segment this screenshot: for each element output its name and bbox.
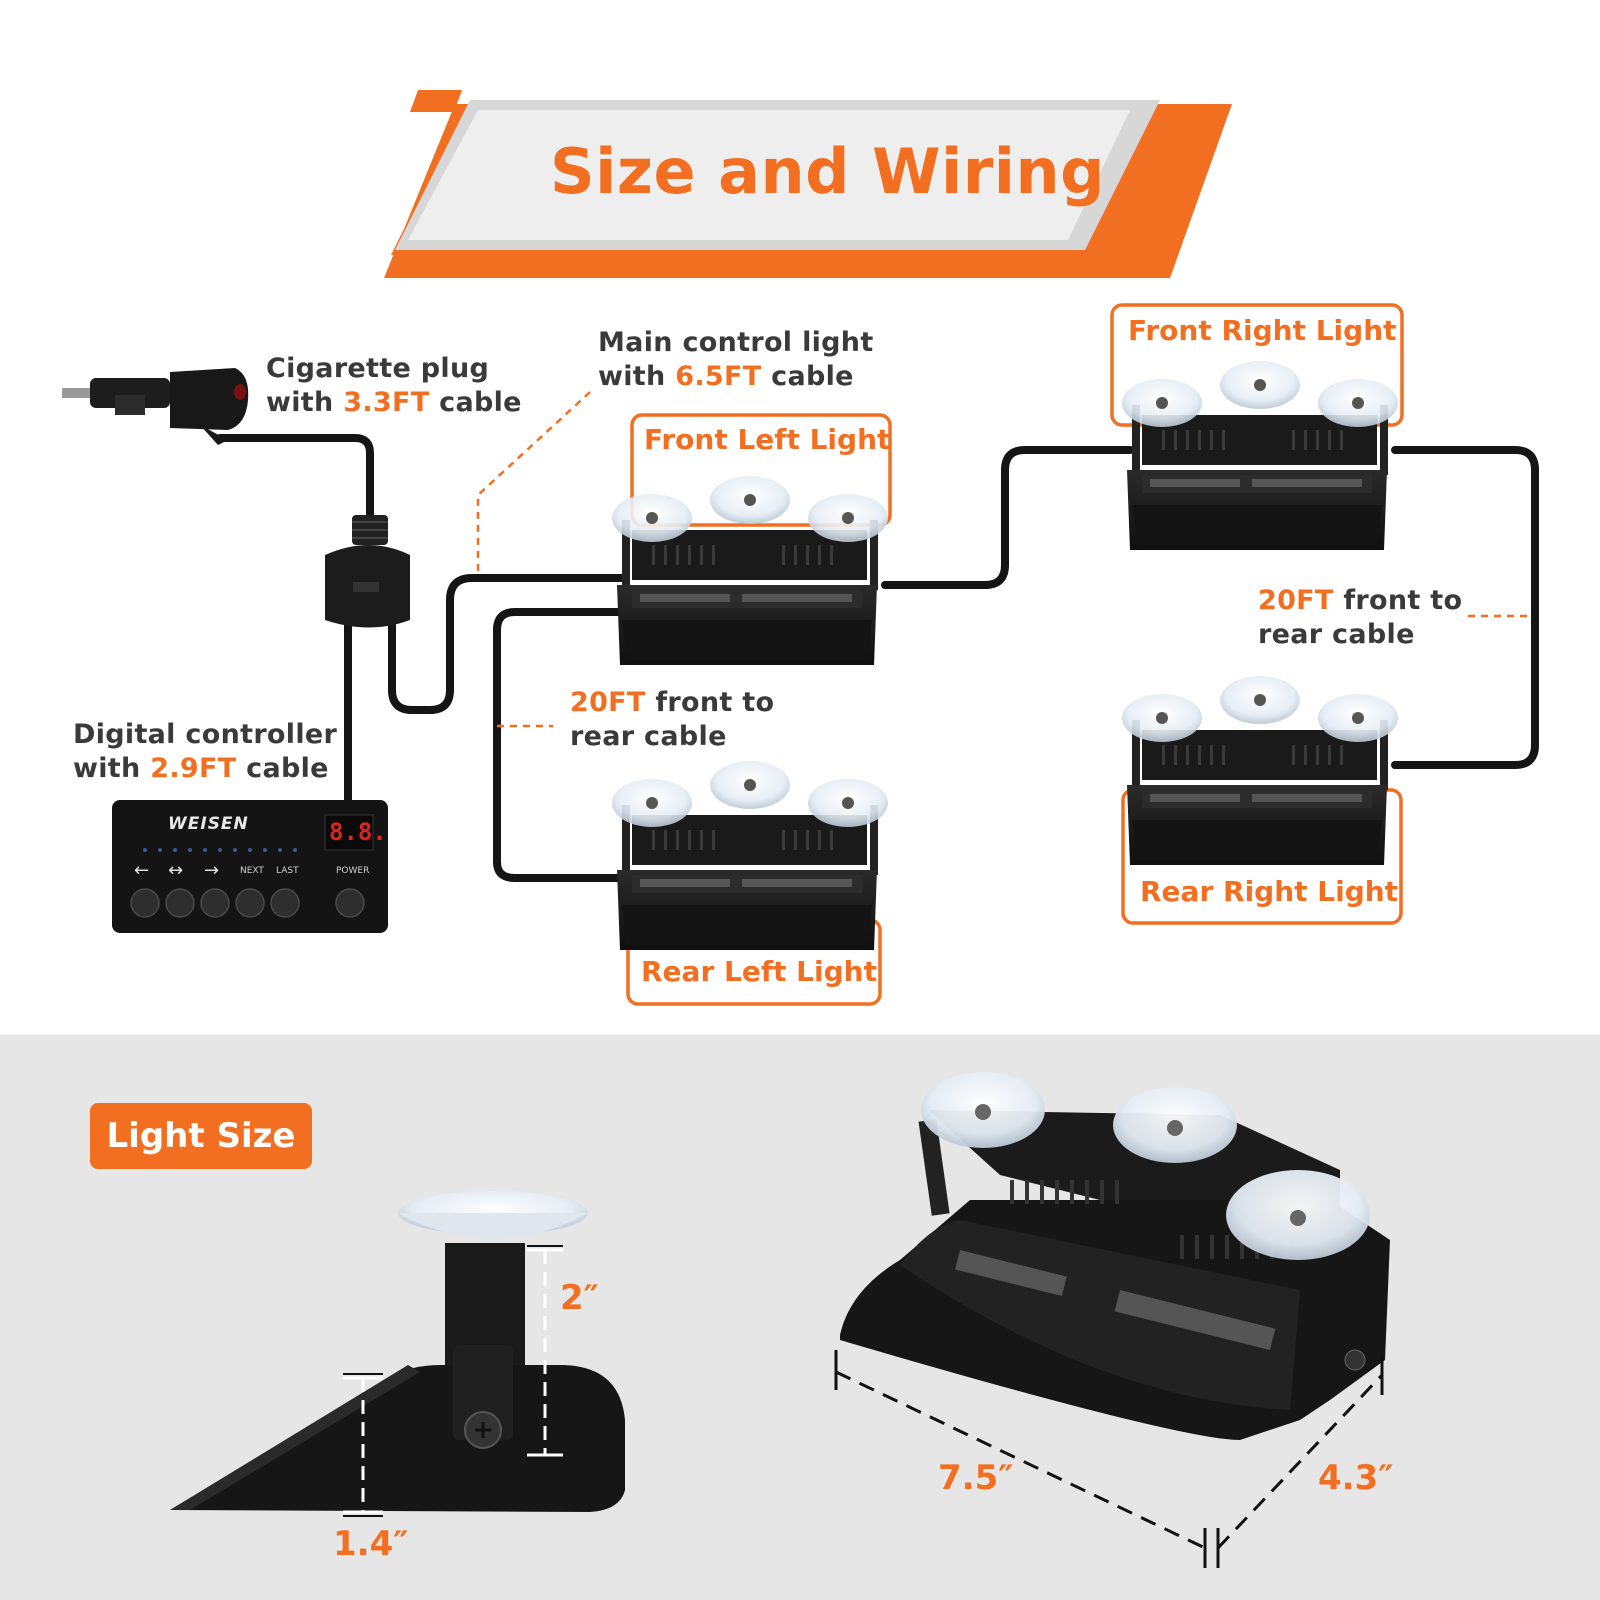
next-button-label: NEXT [240, 866, 264, 876]
wiring-cables [216, 434, 1539, 882]
depth-dimension: 4.3″ [1318, 1458, 1394, 1498]
main-control-label: Main control light with 6.5FT cable [598, 326, 874, 394]
right-cable-label: 20FT front to rear cable [1258, 584, 1462, 652]
perspective-view-light [840, 1072, 1390, 1440]
cable-length: 2.9FT [150, 753, 237, 784]
cable-length: 20FT [1258, 585, 1334, 616]
cable-length: 6.5FT [675, 361, 762, 392]
cigarette-plug [62, 368, 249, 445]
label-text: with [73, 753, 151, 784]
side-view-dimension-ticks [343, 1245, 563, 1517]
cigarette-plug-label-line2: with 3.3FT cable [266, 386, 522, 420]
title-banner [384, 90, 1232, 278]
rear-left-light-label: Rear Left Light [641, 955, 877, 988]
left-cable-label-line2: rear cable [570, 721, 727, 752]
side-view-dimension-lines [343, 1248, 563, 1514]
label-text: cable [429, 387, 522, 418]
cable-length: 20FT [570, 687, 646, 718]
digital-controller-label-line1: Digital controller [73, 719, 338, 750]
main-control-label-line2: with 6.5FT cable [598, 360, 874, 394]
front-left-light-unit [612, 476, 888, 665]
label-text: with [598, 361, 676, 392]
label-text: front to [645, 687, 775, 718]
digital-controller-label-line2: with 2.9FT cable [73, 752, 337, 786]
controller-brand-logo: WEISEN [168, 814, 249, 834]
front-right-light-unit [1122, 361, 1398, 550]
page-title: Size and Wiring [550, 135, 1106, 208]
pointer-lines [476, 391, 1533, 728]
both-arrows-icon: ↔ [168, 860, 184, 881]
body-height-dimension: 1.4″ [333, 1524, 409, 1564]
controller-display: 8.8. [329, 818, 387, 846]
power-button-label: POWER [336, 866, 370, 876]
bracket-height-dimension: 2″ [560, 1278, 599, 1318]
length-dimension: 7.5″ [938, 1458, 1014, 1498]
y-splitter [325, 515, 410, 628]
label-text: front to [1333, 585, 1463, 616]
front-right-light-label: Front Right Light [1128, 314, 1397, 347]
right-cable-label-line1: 20FT front to [1258, 584, 1462, 618]
label-text: with [266, 387, 344, 418]
side-view-light [170, 1191, 625, 1512]
rear-left-light-unit [612, 761, 888, 950]
label-text: cable [761, 361, 854, 392]
perspective-dimension-lines [834, 1350, 1384, 1568]
label-text: cable [236, 753, 329, 784]
right-cable-label-line2: rear cable [1258, 619, 1415, 650]
left-cable-label: 20FT front to rear cable [570, 686, 774, 754]
digital-controller [112, 800, 388, 933]
front-left-light-label: Front Left Light [644, 423, 891, 456]
rear-right-light-unit [1122, 676, 1398, 865]
cable-length: 3.3FT [343, 387, 430, 418]
rear-right-light-label: Rear Right Light [1140, 875, 1399, 908]
last-button-label: LAST [276, 866, 299, 876]
light-size-badge: Light Size [90, 1103, 312, 1169]
left-arrow-icon: ← [134, 860, 150, 881]
left-cable-label-line1: 20FT front to [570, 686, 774, 720]
cigarette-plug-label: Cigarette plug with 3.3FT cable [266, 352, 522, 420]
main-control-label-line1: Main control light [598, 327, 874, 358]
cigarette-plug-label-line1: Cigarette plug [266, 353, 490, 384]
right-arrow-icon: → [204, 860, 220, 881]
digital-controller-label: Digital controller with 2.9FT cable [73, 718, 337, 786]
